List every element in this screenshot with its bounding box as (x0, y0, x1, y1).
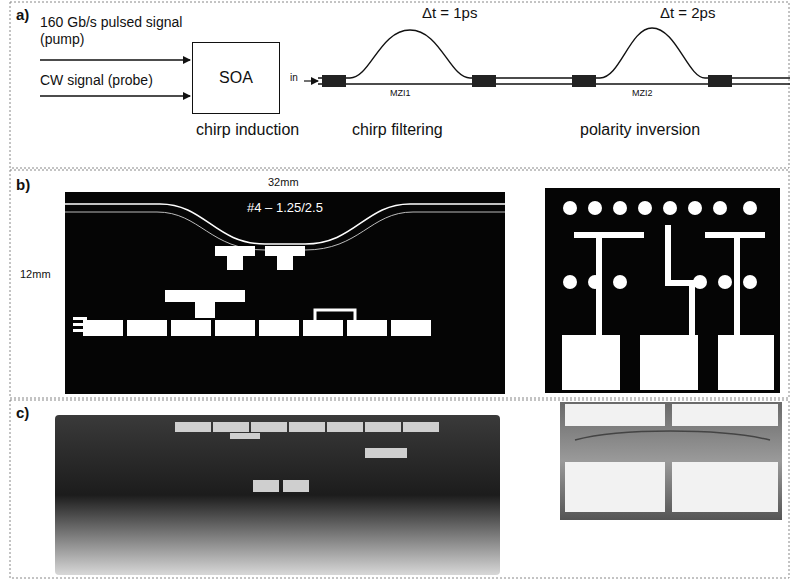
probe-arrow (40, 95, 190, 97)
coupler (322, 75, 346, 87)
process-box: SOA (192, 42, 280, 114)
signal-label: 160 Gb/s pulsed signal (pump) (40, 14, 205, 48)
port-label: in (290, 72, 298, 84)
device-label: MZI2 (630, 88, 655, 99)
inset-photo (560, 402, 782, 520)
input-arrow (304, 80, 318, 81)
chip-layout: #4 – 1.25/2.5 (65, 192, 505, 394)
panel-border (10, 400, 789, 578)
dimension-label: 32mm (268, 176, 299, 189)
stage-label: chirp induction (196, 120, 299, 139)
box-label: SOA (199, 68, 273, 87)
panel-border (10, 2, 789, 168)
pump-arrow (40, 59, 190, 61)
inset-waveguide (575, 431, 770, 440)
coupler (708, 75, 732, 87)
mzi-arm (318, 28, 790, 78)
panel-letter: a) (16, 6, 29, 24)
stage-label: polarity inversion (580, 120, 700, 139)
dimension-label: 12mm (20, 268, 51, 281)
delay-label: Δt = 1ps (422, 4, 477, 22)
panel-letter: c) (16, 404, 29, 422)
chip-mask (65, 192, 505, 394)
chip-photo (55, 415, 500, 575)
mask-layout (545, 188, 780, 393)
coupler (472, 75, 496, 87)
panel-border (10, 170, 789, 398)
device-label: MZI1 (388, 88, 413, 99)
coupler (572, 75, 596, 87)
mask-pads (562, 201, 774, 390)
chip-label: #4 – 1.25/2.5 (244, 200, 326, 216)
signal-label: CW signal (probe) (40, 72, 153, 89)
stage-label: chirp filtering (352, 120, 443, 139)
panel-letter: b) (16, 176, 30, 194)
photo-pads (175, 422, 439, 492)
delay-label: Δt = 2ps (660, 4, 715, 22)
inset-pads (565, 404, 778, 512)
